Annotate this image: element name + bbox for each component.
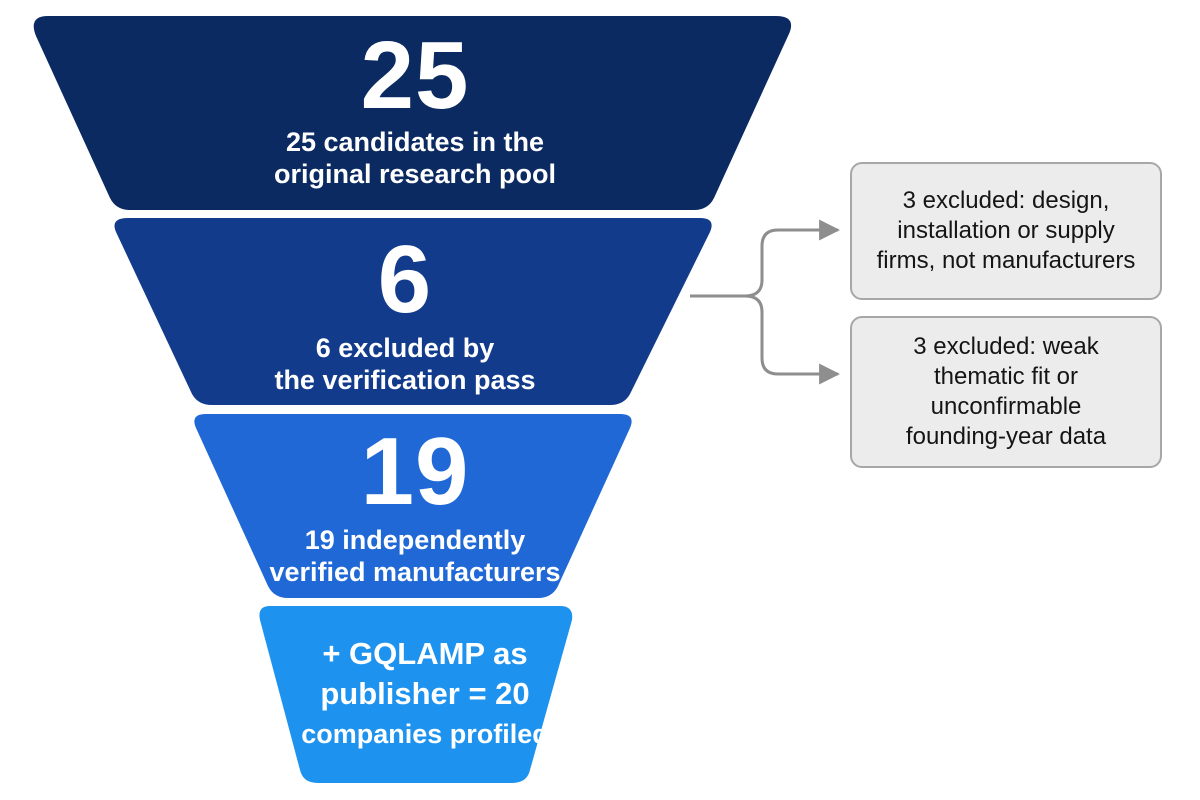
- stage-2-description-line-1: 6 excluded by: [315, 333, 495, 363]
- exclusion-1-line-1: 3 excluded: design,: [902, 187, 1110, 214]
- stage-4-description-line-2: publisher = 20: [320, 676, 530, 711]
- exclusion-2-line-1: 3 excluded: weak: [913, 333, 1099, 360]
- funnel-stage-2-shape: [114, 218, 712, 405]
- stage-3-label: 19 19 independently verified manufacture…: [250, 424, 580, 588]
- exclusion-1-line-3: firms, not manufacturers: [876, 247, 1136, 274]
- funnel-stage-3-shape: [194, 414, 632, 598]
- exclusion-2-line-2: thematic fit or: [933, 363, 1079, 390]
- stage-4-description-line-1: + GQLAMP as: [322, 636, 528, 671]
- connector-to-exclusion-2: [744, 294, 841, 385]
- stage-1-label: 25 25 candidates in the original researc…: [180, 28, 650, 190]
- stage-4-description-line-3: companies profiled: [301, 719, 549, 749]
- exclusion-2-line-4: founding-year data: [905, 423, 1107, 450]
- exclusion-1-line-2: installation or supply: [897, 217, 1115, 244]
- exclusion-2-line-3: unconfirmable: [930, 393, 1082, 420]
- exclusion-box-1: 3 excluded: design, installation or supp…: [850, 162, 1162, 300]
- exclusion-box-2: 3 excluded: weak thematic fit or unconfi…: [850, 316, 1162, 468]
- stage-4-label: + GQLAMP as publisher = 20 companies pro…: [290, 634, 560, 754]
- stage-3-number: 19: [360, 418, 470, 525]
- stage-2-number: 6: [377, 226, 433, 333]
- funnel-stage-1-shape: [33, 16, 792, 210]
- connector-to-exclusion-1: [744, 219, 841, 298]
- stage-3-description-line-1: 19 independently: [304, 525, 526, 555]
- stage-2-description-line-2: the verification pass: [274, 365, 536, 395]
- stage-1-number: 25: [360, 22, 470, 129]
- stage-2-label: 6 6 excluded by the verification pass: [210, 232, 600, 396]
- stage-1-description-line-2: original research pool: [273, 159, 557, 189]
- stage-1-description-line-1: 25 candidates in the: [285, 127, 545, 157]
- funnel-stage-4-shape: [259, 606, 573, 783]
- stage-3-description-line-2: verified manufacturers: [269, 557, 561, 587]
